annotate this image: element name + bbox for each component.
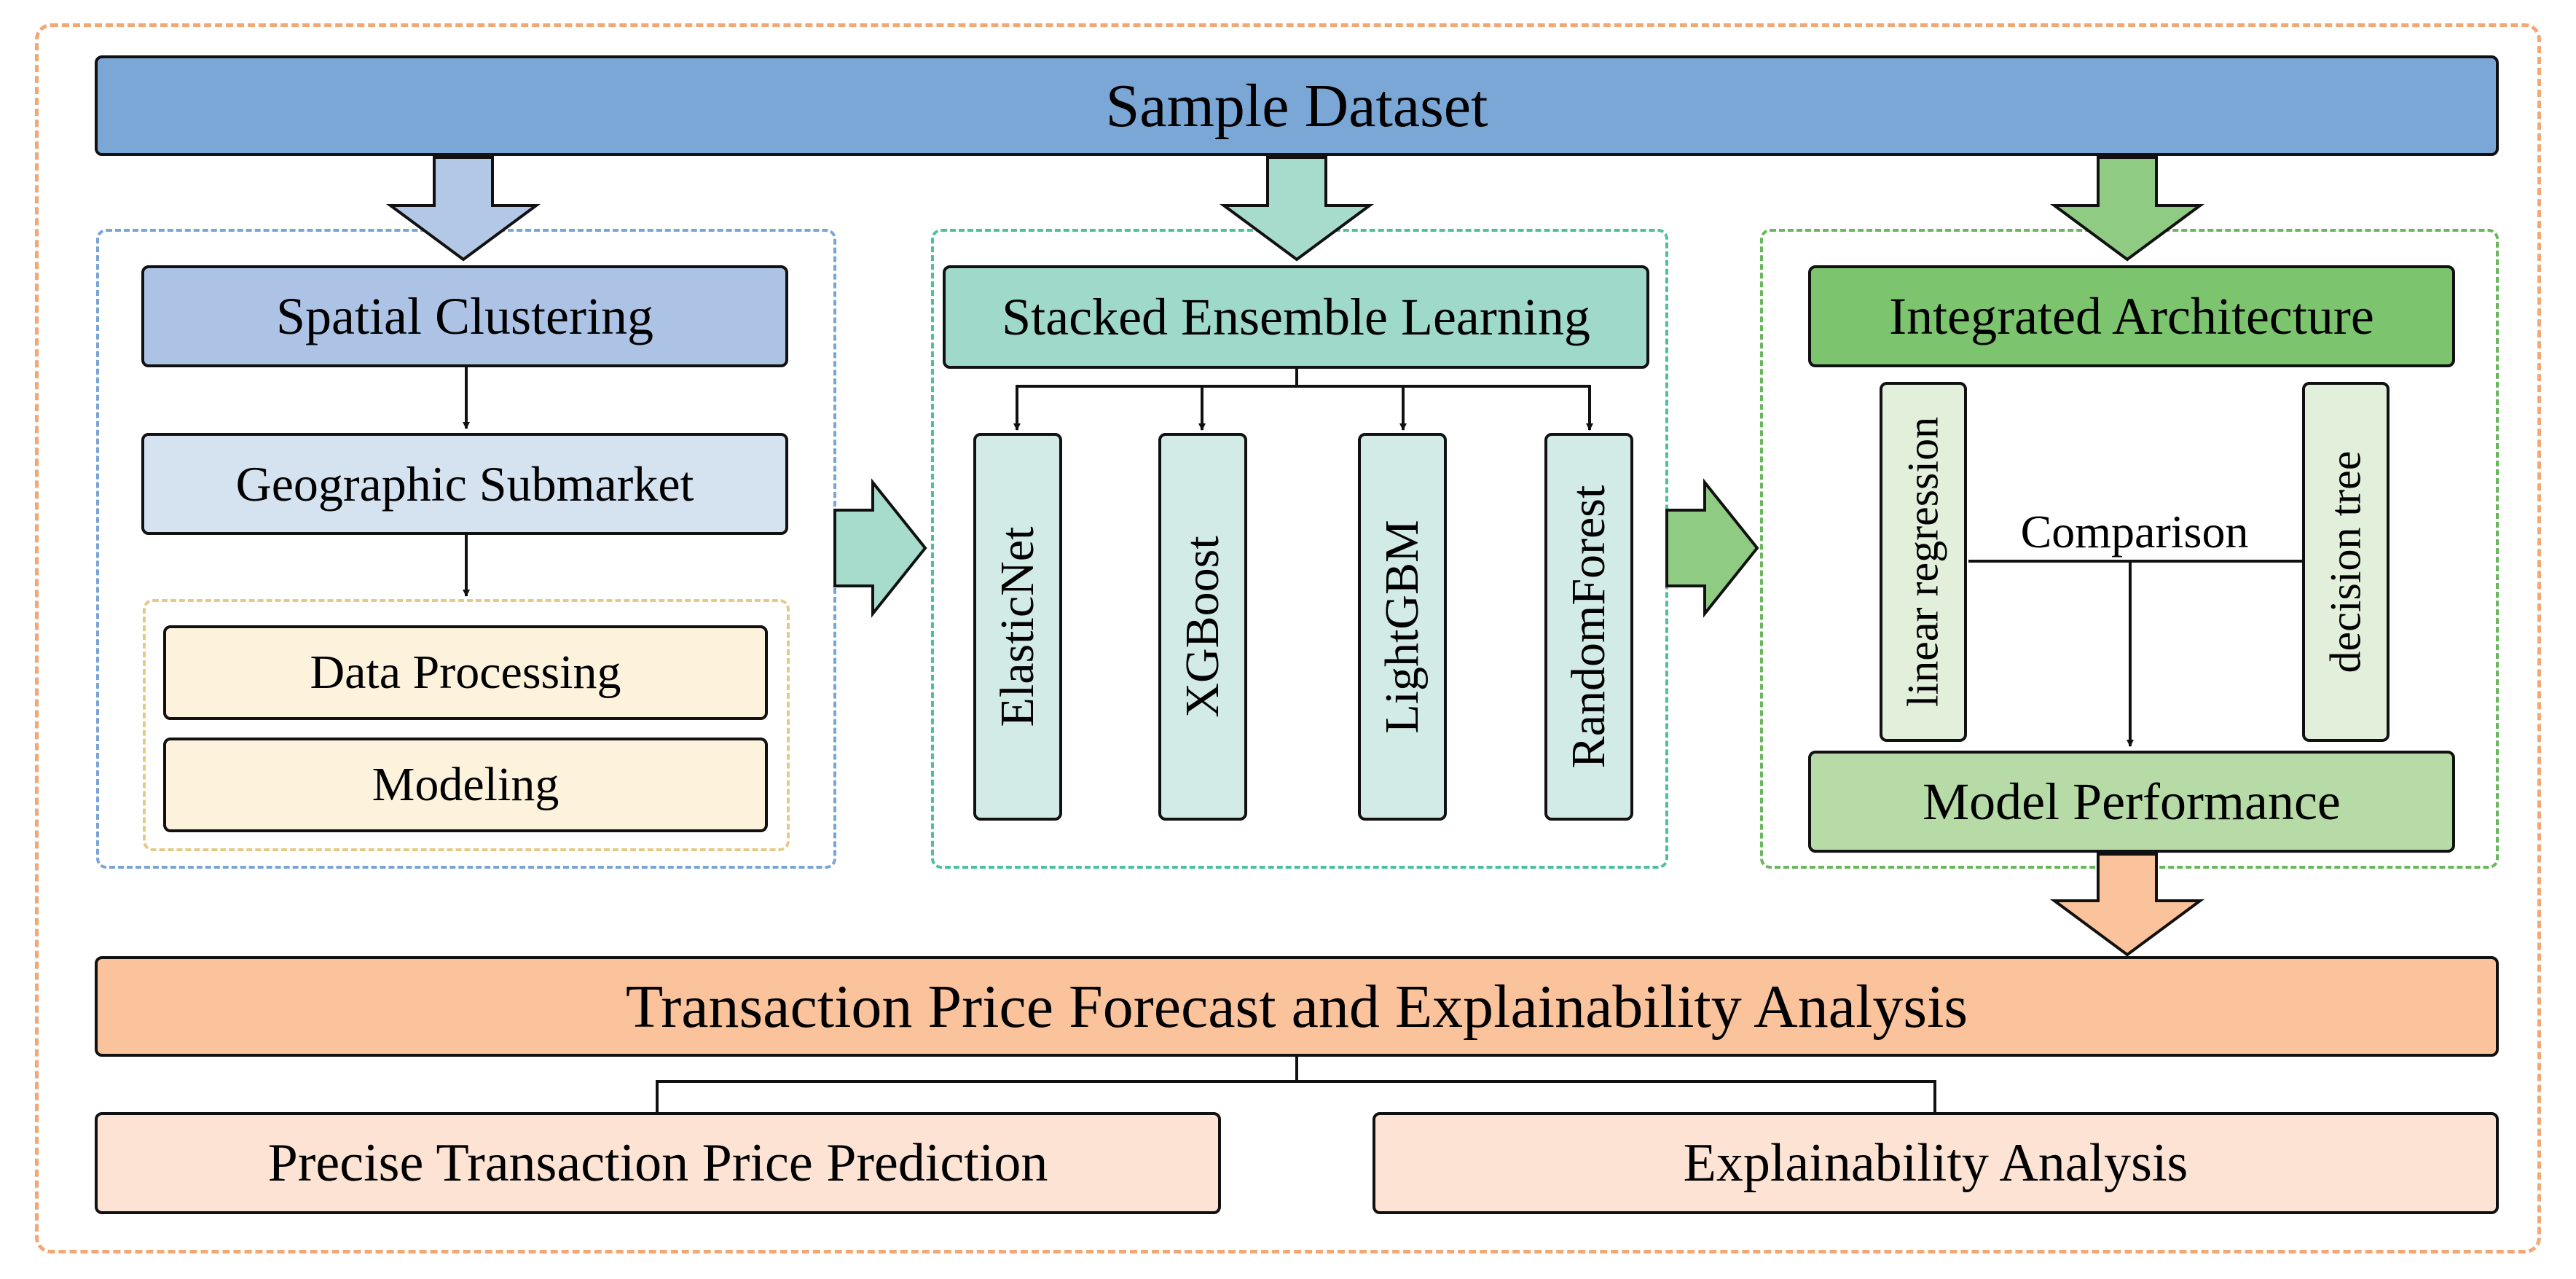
model-randomforest: RandomForest: [1544, 433, 1633, 821]
stacked-ensemble-box: Stacked Ensemble Learning: [943, 265, 1649, 369]
linear-regression-label: linear regression: [1898, 416, 1947, 708]
sample-dataset-box: Sample Dataset: [95, 55, 2499, 156]
integrated-architecture-label: Integrated Architecture: [1889, 286, 2374, 345]
modeling-label: Modeling: [372, 758, 559, 811]
model-lightgbm-label: LightGBM: [1375, 520, 1429, 734]
baseline-decision-tree: decision tree: [2302, 382, 2390, 742]
model-randomforest-label: RandomForest: [1562, 485, 1615, 769]
outer-frame: [35, 23, 2541, 1253]
modeling-box: Modeling: [163, 738, 768, 832]
model-xgboost: XGBoost: [1158, 433, 1247, 821]
down-arrow-right: [2049, 156, 2205, 262]
explainability-analysis-label: Explainability Analysis: [1683, 1133, 2188, 1193]
model-performance-box: Model Performance: [1808, 751, 2455, 853]
forecast-explainability-label: Transaction Price Forecast and Explainab…: [625, 972, 1968, 1041]
price-prediction-box: Precise Transaction Price Prediction: [95, 1112, 1221, 1214]
stacked-ensemble-label: Stacked Ensemble Learning: [1002, 287, 1590, 346]
forecast-explainability-box: Transaction Price Forecast and Explainab…: [95, 956, 2499, 1057]
geographic-submarket-label: Geographic Submarket: [235, 455, 694, 512]
geographic-submarket-box: Geographic Submarket: [141, 433, 788, 535]
model-performance-label: Model Performance: [1923, 772, 2341, 831]
data-processing-label: Data Processing: [310, 646, 621, 699]
integrated-architecture-box: Integrated Architecture: [1808, 265, 2455, 367]
down-arrow-bottom: [2049, 853, 2205, 957]
decision-tree-label: decision tree: [2321, 450, 2370, 673]
model-lightgbm: LightGBM: [1358, 433, 1447, 821]
down-arrow-left: [385, 156, 541, 262]
model-elasticnet-label: ElasticNet: [991, 526, 1044, 727]
explainability-analysis-box: Explainability Analysis: [1373, 1112, 2499, 1214]
comparison-label: Comparison: [2020, 506, 2249, 558]
right-arrow-2: [1665, 478, 1759, 618]
model-xgboost-label: XGBoost: [1176, 536, 1229, 718]
data-processing-box: Data Processing: [163, 625, 768, 720]
model-elasticnet: ElasticNet: [973, 433, 1062, 821]
down-arrow-middle: [1219, 156, 1375, 262]
spatial-clustering-label: Spatial Clustering: [276, 286, 653, 345]
spatial-clustering-box: Spatial Clustering: [141, 265, 788, 367]
right-arrow-1: [833, 478, 927, 618]
baseline-linear-regression: linear regression: [1880, 382, 1967, 742]
processing-group-frame: [143, 599, 790, 851]
sample-dataset-label: Sample Dataset: [1105, 71, 1488, 140]
price-prediction-label: Precise Transaction Price Prediction: [267, 1133, 1048, 1193]
